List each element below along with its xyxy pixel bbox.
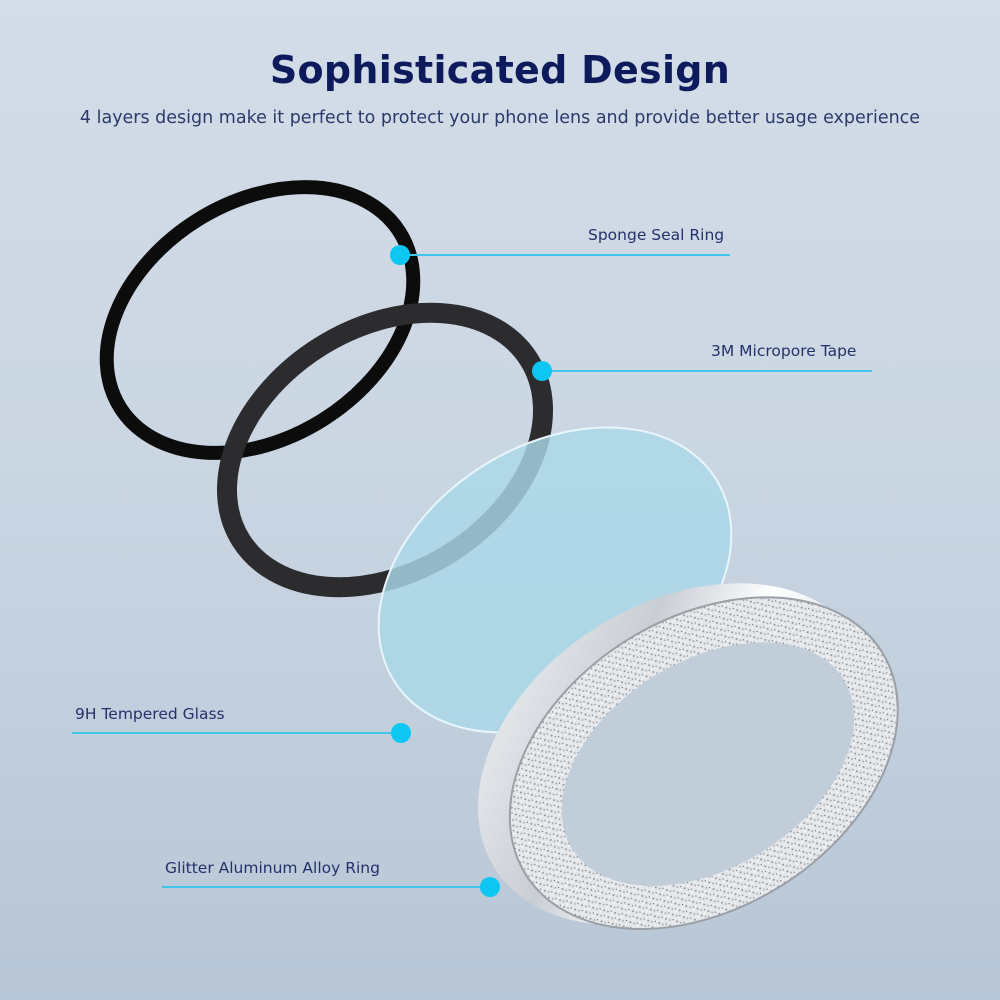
sponge-seal-ring [99,180,421,460]
callout-line-glass [72,732,402,734]
layer-label-glitter-ring: Glitter Aluminum Alloy Ring [165,859,380,877]
callout-dot-glass [391,723,411,743]
page-title: Sophisticated Design [269,48,731,92]
layer-label-sponge-seal-ring: Sponge Seal Ring [588,226,725,244]
callout-line-tape [542,370,872,372]
callout-dot-sponge [390,245,410,265]
callout-line-glitter [162,886,492,888]
glitter-alloy-ring [477,583,899,931]
layer-label-tempered-glass: 9H Tempered Glass [75,705,225,723]
callout-line-sponge [400,254,730,256]
callout-dot-tape [532,361,552,381]
page-subtitle: 4 layers design make it perfect to prote… [79,108,921,128]
callout-dot-glitter [480,877,500,897]
layer-label-micropore-tape: 3M Micropore Tape [711,342,857,360]
